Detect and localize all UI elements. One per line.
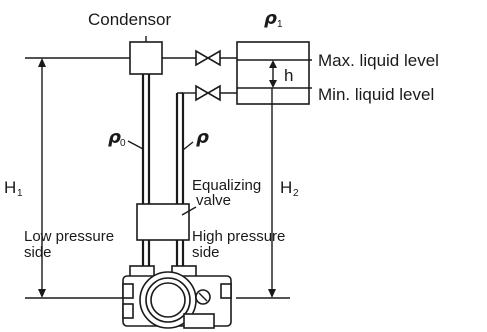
- equalizing-valve-pointer: [181, 206, 197, 216]
- condensor-box: [129, 41, 163, 75]
- h-arrow-bottom: [269, 80, 277, 88]
- valve-label: valve: [196, 192, 231, 209]
- transmitter-left-lug: [122, 283, 134, 299]
- equalizing-label: Equalizing: [192, 177, 261, 194]
- max-liquid-level-label: Max. liquid level: [318, 51, 439, 70]
- low-pressure-side-label: side: [24, 244, 52, 261]
- rho1-subscript: 1: [277, 19, 283, 30]
- upper-valve-left: [195, 49, 210, 67]
- h1-arrow-bottom: [38, 289, 46, 298]
- h2-subscript: 2: [293, 188, 299, 199]
- rho0-pointer: [127, 140, 144, 150]
- upper-valve-right: [206, 49, 221, 67]
- rho1-symbol: ρ: [264, 8, 277, 29]
- low-pressure-label: Low pressure: [24, 228, 114, 245]
- equalizing-valve-box: [136, 203, 190, 241]
- h2-arrow-bottom: [268, 289, 276, 298]
- h1-subscript: 1: [17, 188, 23, 199]
- h-label: h: [284, 66, 293, 85]
- h1-arrow-top: [38, 58, 46, 67]
- liquid-tank: [236, 41, 310, 105]
- lower-valve-right: [206, 84, 221, 102]
- pressure-transmitter: [122, 265, 232, 329]
- h2-label: H: [280, 178, 292, 197]
- transmitter-right-lug: [220, 283, 232, 299]
- h1-label: H: [4, 178, 16, 197]
- min-liquid-level-label: Min. liquid level: [318, 85, 434, 104]
- high-pressure-label: High pressure: [192, 228, 285, 245]
- transmitter-left-lug-lower: [122, 303, 134, 319]
- rho-pointer: [182, 141, 194, 151]
- condensor-label: Condensor: [88, 10, 172, 29]
- transmitter-bottom-block: [183, 313, 215, 329]
- h-arrow-top: [269, 60, 277, 68]
- transmitter-display: [150, 282, 186, 318]
- transmitter-screw-slot: [198, 292, 208, 302]
- rho-symbol: ρ: [196, 127, 209, 148]
- high-pressure-side-label: side: [192, 244, 220, 261]
- rho0-symbol: ρ: [108, 127, 121, 148]
- rho0-subscript: 0: [120, 138, 126, 149]
- lower-valve-left: [195, 84, 210, 102]
